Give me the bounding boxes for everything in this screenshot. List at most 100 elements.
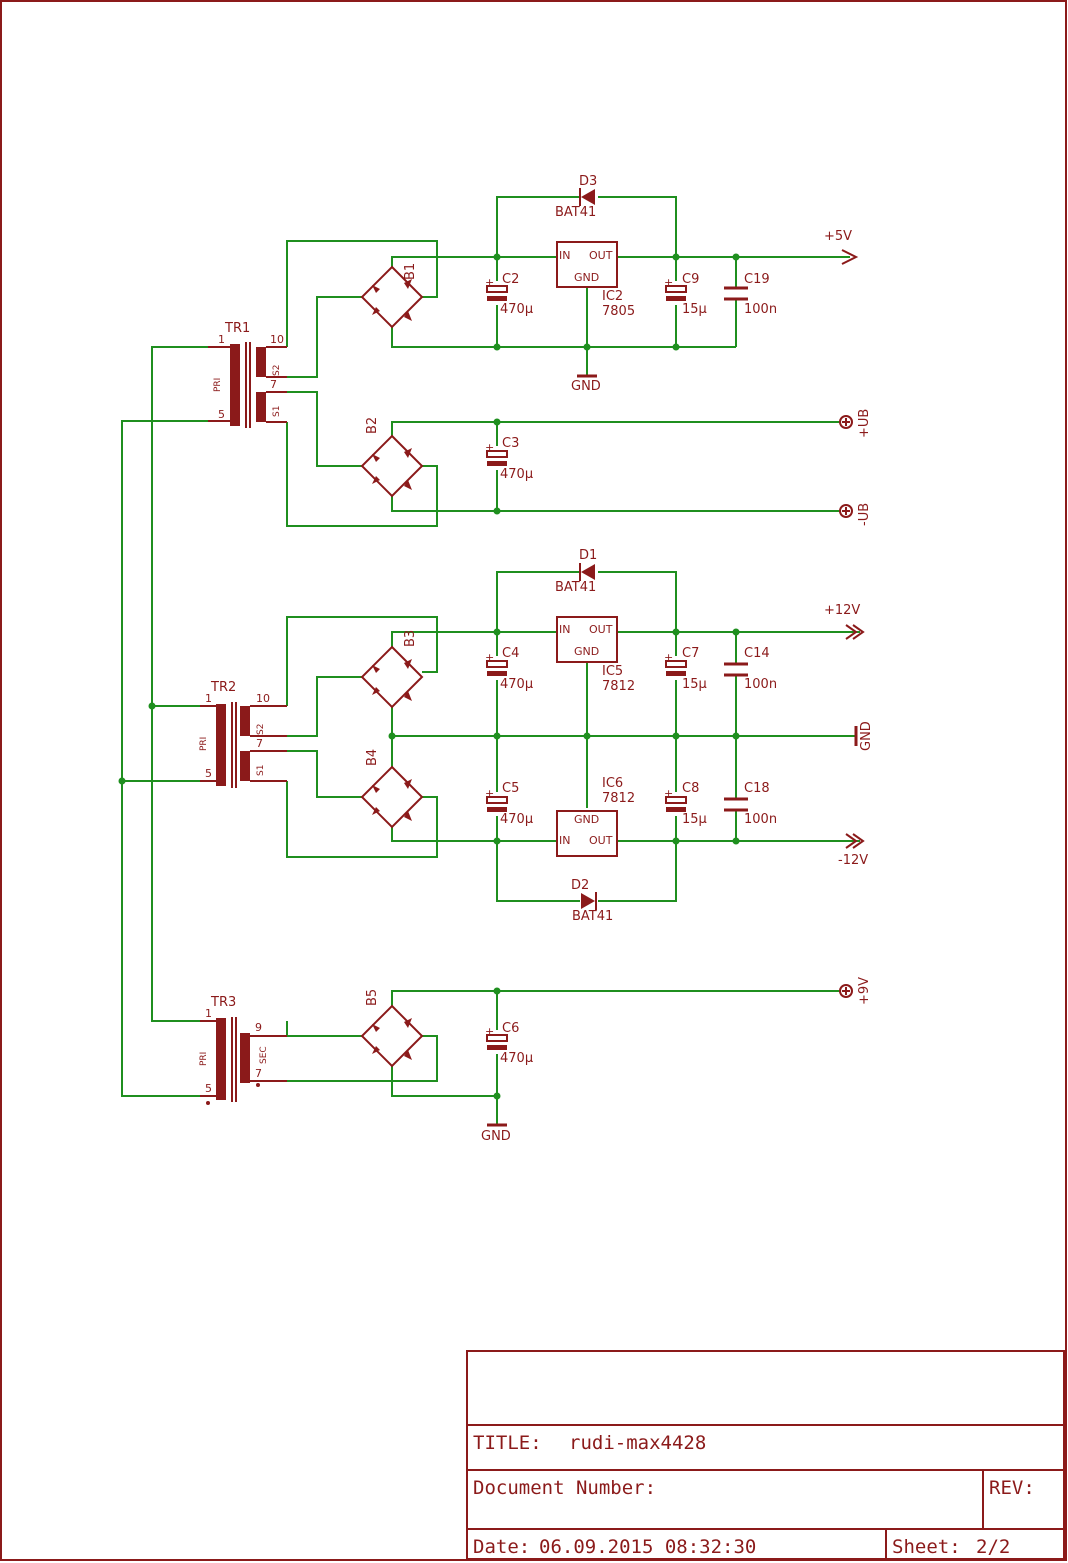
svg-text:+: +: [485, 787, 494, 800]
supply-minus12v: -12V: [838, 833, 868, 868]
gnd-symbol-ic2: GND: [571, 374, 601, 394]
tr2-s1-label: S1: [256, 765, 266, 776]
c19-value: 100n: [744, 302, 777, 317]
tr1-pri-label: PRI: [213, 378, 223, 392]
svg-text:+: +: [664, 276, 673, 289]
tr1-pin1: 1: [218, 333, 225, 346]
ic6-ref: IC6: [602, 776, 623, 791]
ic2-ref: IC2: [602, 289, 623, 304]
ic5-gnd-pin: GND: [574, 645, 599, 658]
svg-text:+: +: [485, 651, 494, 664]
bridge-b2: B2: [360, 417, 424, 498]
tr2-pri-label: PRI: [199, 737, 209, 751]
d3-value: BAT41: [555, 205, 596, 220]
c6-value: 470µ: [500, 1051, 533, 1066]
ic6-gnd-pin: GND: [574, 813, 599, 826]
capacitor-c3: + C3 470µ: [485, 436, 533, 482]
capacitor-c2: + C2 470µ: [485, 272, 533, 317]
capacitor-c14: C14 100n: [724, 646, 777, 692]
c8-ref: C8: [682, 781, 699, 796]
tr1-pin5: 5: [218, 408, 225, 421]
title-value: rudi-max4428: [569, 1432, 706, 1454]
tr1-s1-label: S1: [272, 406, 282, 417]
title-block: TITLE: rudi-max4428 Document Number: REV…: [466, 1350, 1065, 1560]
b3-ref: B3: [403, 630, 418, 647]
tr3-sec-label: SEC: [259, 1046, 269, 1064]
diode-d1: D1 BAT41: [555, 548, 597, 595]
tr2-pin5: 5: [205, 767, 212, 780]
ic2-in-pin: IN: [559, 249, 570, 262]
tr2-ref: TR2: [210, 680, 236, 695]
d1-ref: D1: [579, 548, 597, 563]
tr1-ref: TR1: [224, 321, 250, 336]
tr2-pin10: 10: [256, 692, 270, 705]
date-label: Date:: [473, 1536, 530, 1558]
gnd-symbol-tr3: GND: [481, 1123, 511, 1144]
regulator-ic5: IN OUT GND IC5 7812: [556, 616, 635, 694]
c9-value: 15µ: [682, 302, 707, 317]
transformer-tr3: TR3 1 5 9 7 PRI SEC: [199, 995, 287, 1105]
c18-ref: C18: [744, 781, 770, 796]
b2-ref: B2: [365, 417, 380, 434]
capacitor-c7: + C7 15µ: [664, 646, 707, 692]
ic5-ref: IC5: [602, 664, 623, 679]
ic5-in-pin: IN: [559, 623, 570, 636]
capacitor-c6: + C6 470µ: [485, 1021, 533, 1066]
svg-text:+: +: [664, 787, 673, 800]
ic5-out-pin: OUT: [589, 623, 613, 636]
net-plus-ub-label: +UB: [857, 409, 872, 438]
ic6-in-pin: IN: [559, 834, 570, 847]
b4-ref: B4: [365, 749, 380, 766]
c2-value: 470µ: [500, 302, 533, 317]
tr3-pin5: 5: [205, 1082, 212, 1095]
c8-value: 15µ: [682, 812, 707, 827]
gnd-label-3: GND: [481, 1129, 511, 1144]
sheet-label: Sheet:: [892, 1536, 961, 1558]
rev-label: REV:: [989, 1477, 1035, 1499]
connector-minus-ub: -UB: [839, 503, 872, 526]
net-plus12-label: +12V: [824, 603, 860, 618]
d1-value: BAT41: [555, 580, 596, 595]
tr2-pin1: 1: [205, 692, 212, 705]
doc-number-label: Document Number:: [473, 1477, 656, 1499]
title-label: TITLE:: [473, 1432, 542, 1454]
tr1-pin10: 10: [270, 333, 284, 346]
tr3-pin1: 1: [205, 1007, 212, 1020]
connector-plus9v: +9V: [839, 977, 872, 1005]
net-minus-ub-label: -UB: [857, 503, 872, 526]
c5-value: 470µ: [500, 812, 533, 827]
tr3-pri-label: PRI: [199, 1052, 209, 1066]
ic5-value: 7812: [602, 679, 635, 694]
transformer-tr1: TR1 1 5 10 7 PRI S2 S1: [208, 321, 287, 428]
supply-plus5v: +5V: [824, 229, 859, 265]
svg-text:+: +: [485, 276, 494, 289]
tr1-s2-label: S2: [272, 365, 282, 376]
c4-ref: C4: [502, 646, 519, 661]
b1-ref: B1: [403, 263, 418, 280]
bridge-b1: B1: [360, 263, 424, 329]
c18-value: 100n: [744, 812, 777, 827]
gnd-label-1: GND: [571, 379, 601, 394]
c7-ref: C7: [682, 646, 699, 661]
bridge-b5: B5: [360, 989, 424, 1068]
svg-text:+: +: [485, 1025, 494, 1038]
tr3-pin7: 7: [255, 1067, 262, 1080]
date-value: 06.09.2015 08:32:30: [539, 1536, 756, 1558]
b5-ref: B5: [365, 989, 380, 1006]
bridge-b3: B3: [360, 630, 424, 709]
c6-ref: C6: [502, 1021, 519, 1036]
ic2-gnd-pin: GND: [574, 271, 599, 284]
connector-plus-ub: +UB: [839, 409, 872, 438]
c3-ref: C3: [502, 436, 519, 451]
c4-value: 470µ: [500, 677, 533, 692]
capacitor-c5: + C5 470µ: [485, 781, 533, 827]
tr2-pin7: 7: [256, 737, 263, 750]
svg-text:+: +: [664, 651, 673, 664]
c3-value: 470µ: [500, 467, 533, 482]
bridge-b4: B4: [360, 749, 424, 829]
d2-value: BAT41: [572, 909, 613, 924]
net-minus12-label: -12V: [838, 853, 868, 868]
ic6-value: 7812: [602, 791, 635, 806]
junctions: [118, 253, 740, 1100]
